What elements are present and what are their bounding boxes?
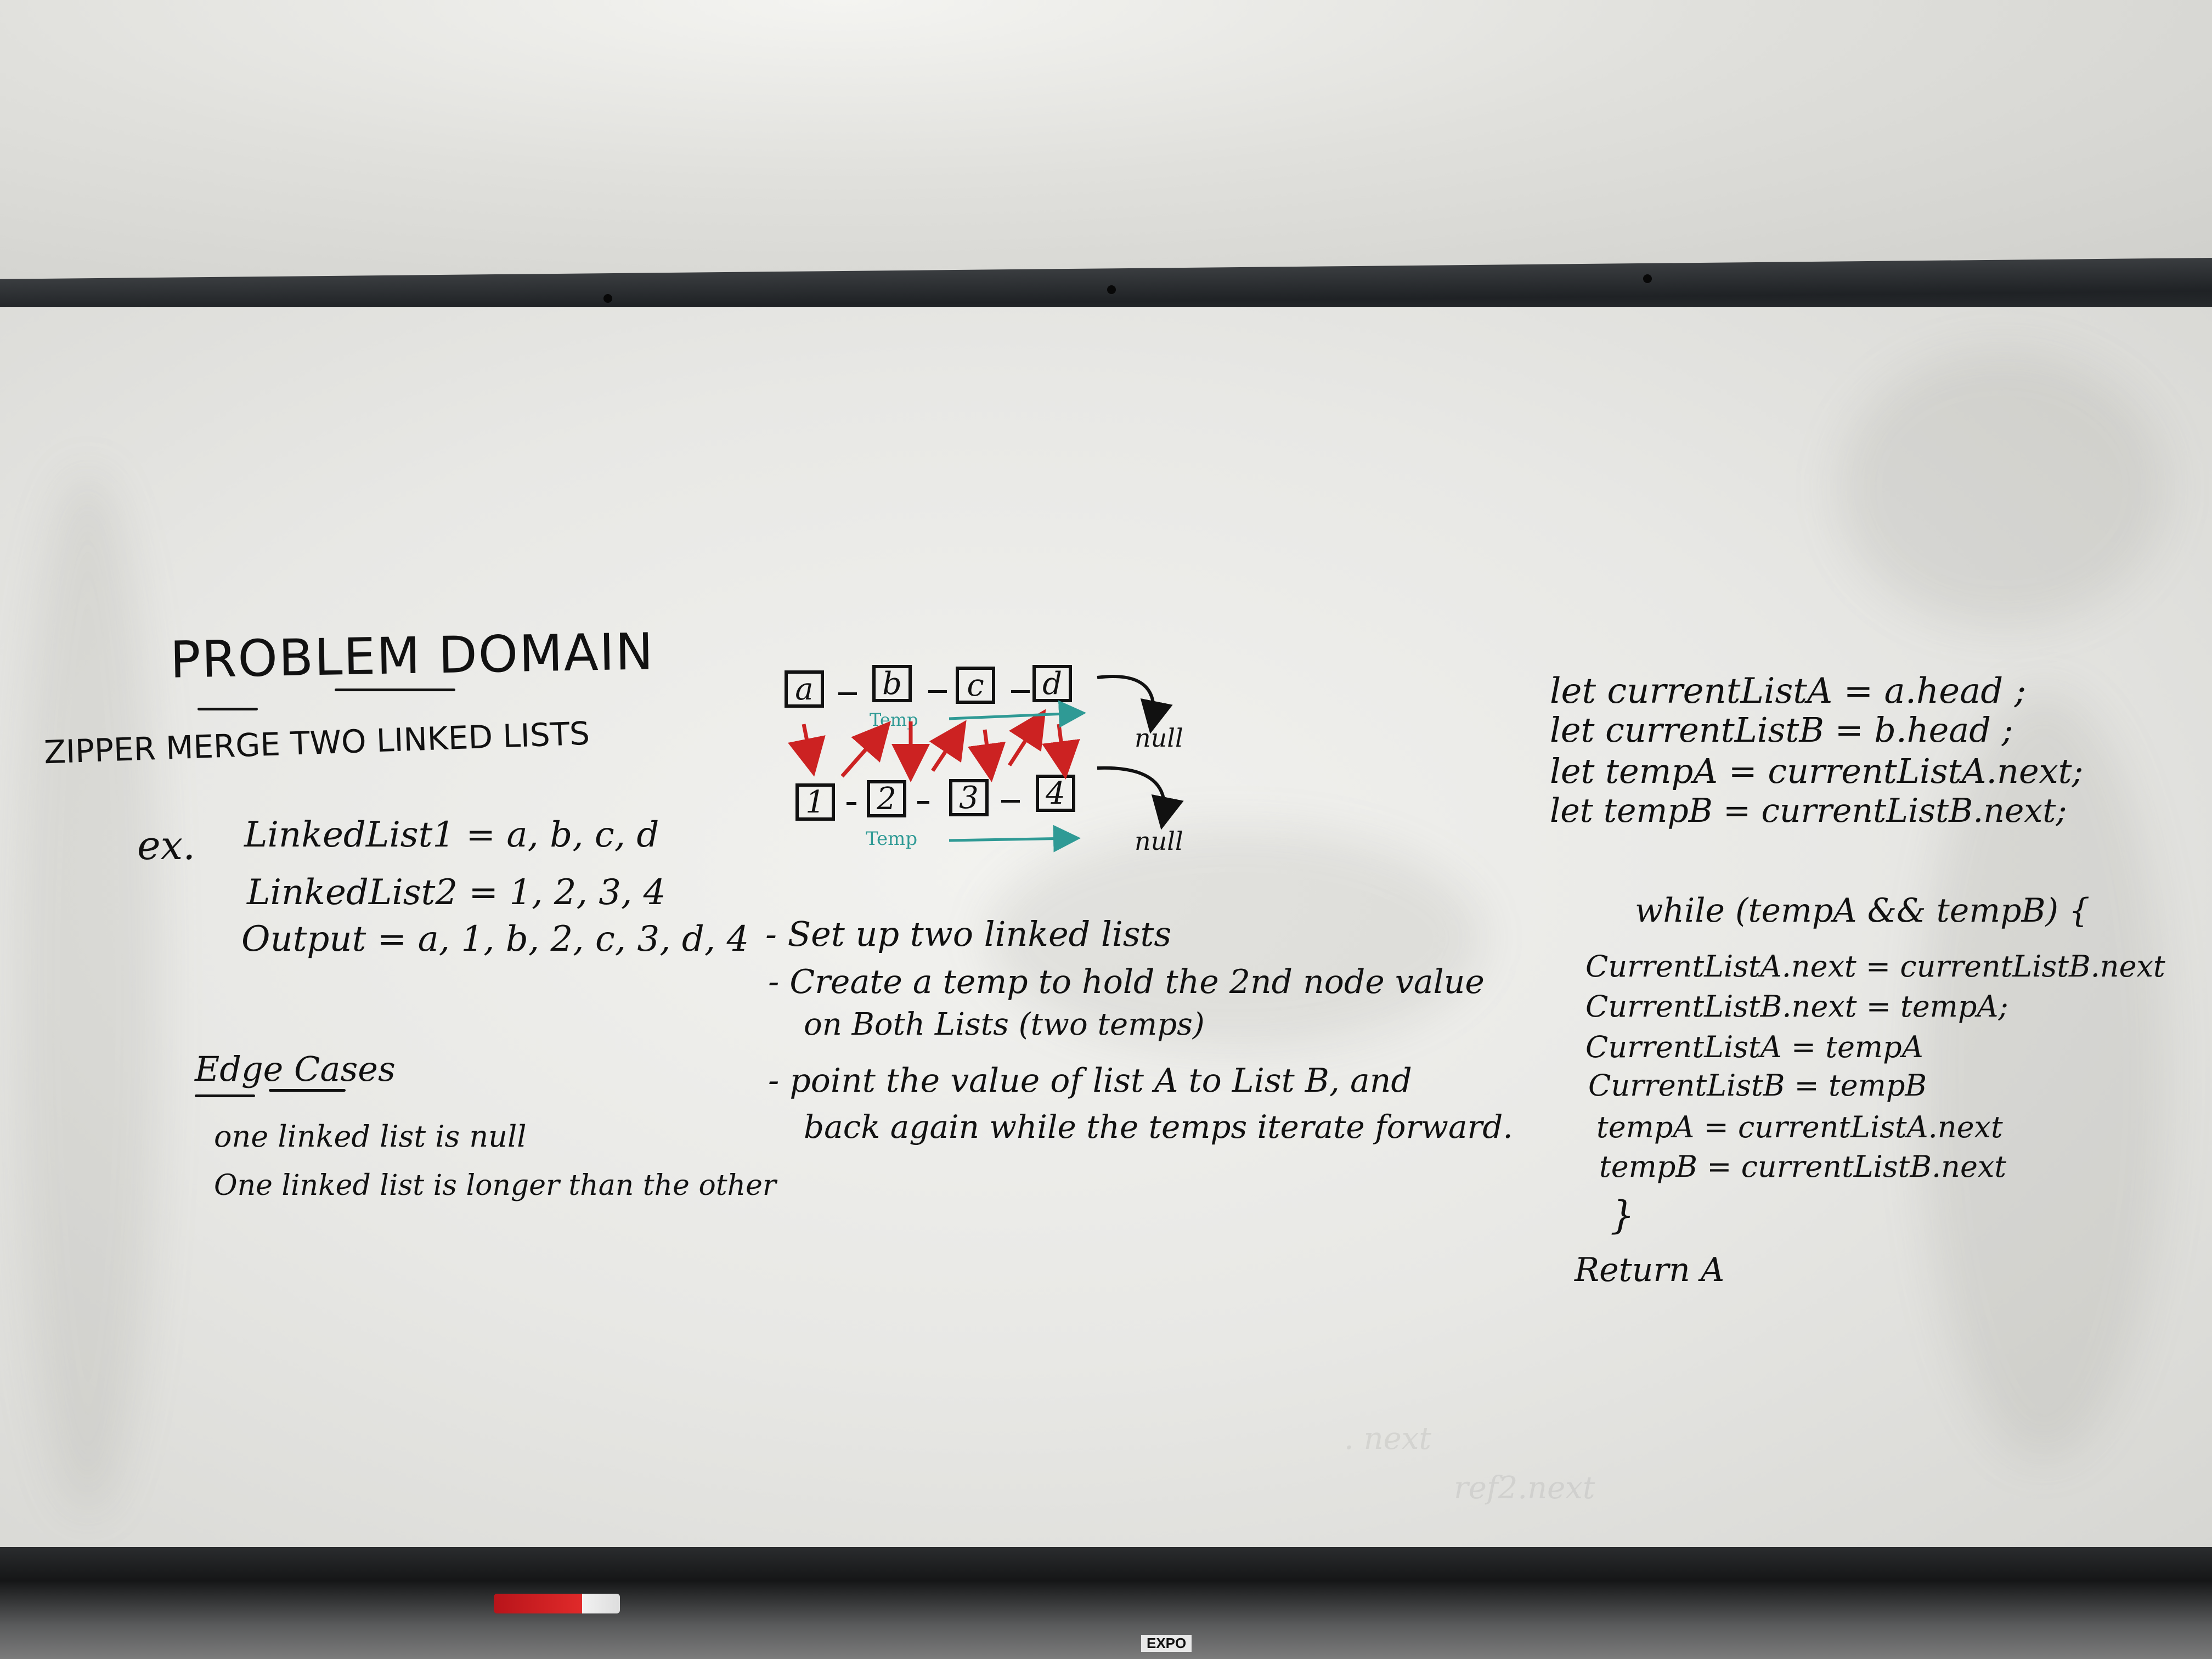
- linkedlist2-line: LinkedList2 = 1, 2, 3, 4: [247, 872, 666, 913]
- node-a: a: [785, 670, 824, 708]
- node-1: 1: [795, 783, 835, 821]
- tray-brand-label: EXPO: [1141, 1635, 1192, 1652]
- rail-screw: [1107, 285, 1116, 294]
- edge-underline: [269, 1089, 346, 1092]
- smudge: [16, 472, 159, 1514]
- red-arrow: [967, 729, 1006, 782]
- erased-text: . next: [1344, 1421, 1431, 1457]
- link-dash: [928, 690, 947, 693]
- red-arrow: [1042, 724, 1080, 780]
- null-arrow: [1097, 675, 1173, 734]
- link-dash: [1011, 690, 1030, 693]
- link-dash: [847, 802, 856, 805]
- red-arrow: [788, 724, 826, 777]
- code-line: CurrentListA.next = currentListB.next: [1585, 949, 2165, 984]
- smudge: [1838, 351, 2167, 625]
- red-arrow: [840, 721, 891, 778]
- edge-case-null: one linked list is null: [214, 1119, 527, 1154]
- note-line: back again while the temps iterate forwa…: [804, 1108, 1513, 1146]
- code-line: while (tempA && tempB) {: [1635, 891, 2090, 930]
- code-line: }: [1610, 1193, 1635, 1238]
- problem-domain-title: PROBLEM DOMAIN: [170, 622, 655, 690]
- code-line: let tempB = currentListB.next;: [1550, 792, 2067, 830]
- node-b: b: [872, 665, 912, 702]
- note-line: on Both Lists (two temps): [804, 1007, 1205, 1042]
- teal-arrow: [949, 825, 1081, 853]
- code-line: CurrentListB = tempB: [1588, 1068, 1927, 1103]
- wall: [0, 0, 2212, 285]
- diagram-arrows: [788, 675, 1184, 853]
- code-line: let tempA = currentListA.next;: [1550, 751, 2084, 791]
- teal-arrow: [949, 700, 1086, 728]
- edge-cases-title: Edge Cases: [195, 1049, 396, 1089]
- erased-text: ref2.next: [1454, 1470, 1595, 1506]
- red-marker: [494, 1594, 620, 1613]
- smudge: [988, 828, 1481, 1048]
- red-arrow: [1008, 709, 1046, 766]
- null-label-b: null: [1135, 826, 1183, 856]
- link-dash: [1001, 800, 1020, 803]
- code-line: Return A: [1575, 1251, 1725, 1289]
- link-dash: [838, 692, 857, 695]
- note-line: - point the value of list A to List B, a…: [768, 1062, 1412, 1100]
- node-d: d: [1032, 665, 1072, 702]
- code-line: let currentListA = a.head ;: [1550, 671, 2027, 712]
- code-line: tempA = currentListA.next: [1596, 1110, 2003, 1144]
- temp-label-b: Temp: [866, 828, 918, 850]
- rail-screw: [603, 294, 612, 303]
- example-label: ex.: [137, 822, 196, 868]
- title-underline: [198, 708, 258, 710]
- smudge: [1920, 691, 2167, 1459]
- output-line: Output = a, 1, b, 2, c, 3, d, 4: [241, 919, 749, 960]
- note-line: - Set up two linked lists: [765, 914, 1172, 954]
- code-line: tempB = currentListB.next: [1599, 1149, 2007, 1184]
- code-line: CurrentListB.next = tempA;: [1585, 989, 2008, 1024]
- edge-underline: [195, 1094, 255, 1097]
- red-arrow: [929, 720, 967, 772]
- code-line: let currentListB = b.head ;: [1550, 710, 2013, 750]
- marker-tray: [0, 1547, 2212, 1659]
- link-dash: [917, 801, 929, 804]
- node-c: c: [956, 667, 995, 704]
- note-line: - Create a temp to hold the 2nd node val…: [768, 963, 1485, 1001]
- code-line: CurrentListA = tempA: [1585, 1030, 1923, 1064]
- null-arrow: [1097, 766, 1184, 830]
- node-2: 2: [867, 780, 906, 817]
- title-underline: [335, 689, 455, 691]
- edge-case-longer: One linked list is longer than the other: [214, 1169, 776, 1202]
- whiteboard: [0, 307, 2212, 1564]
- linkedlist1-line: LinkedList1 = a, b, c, d: [244, 815, 659, 855]
- rail-screw: [1643, 274, 1652, 283]
